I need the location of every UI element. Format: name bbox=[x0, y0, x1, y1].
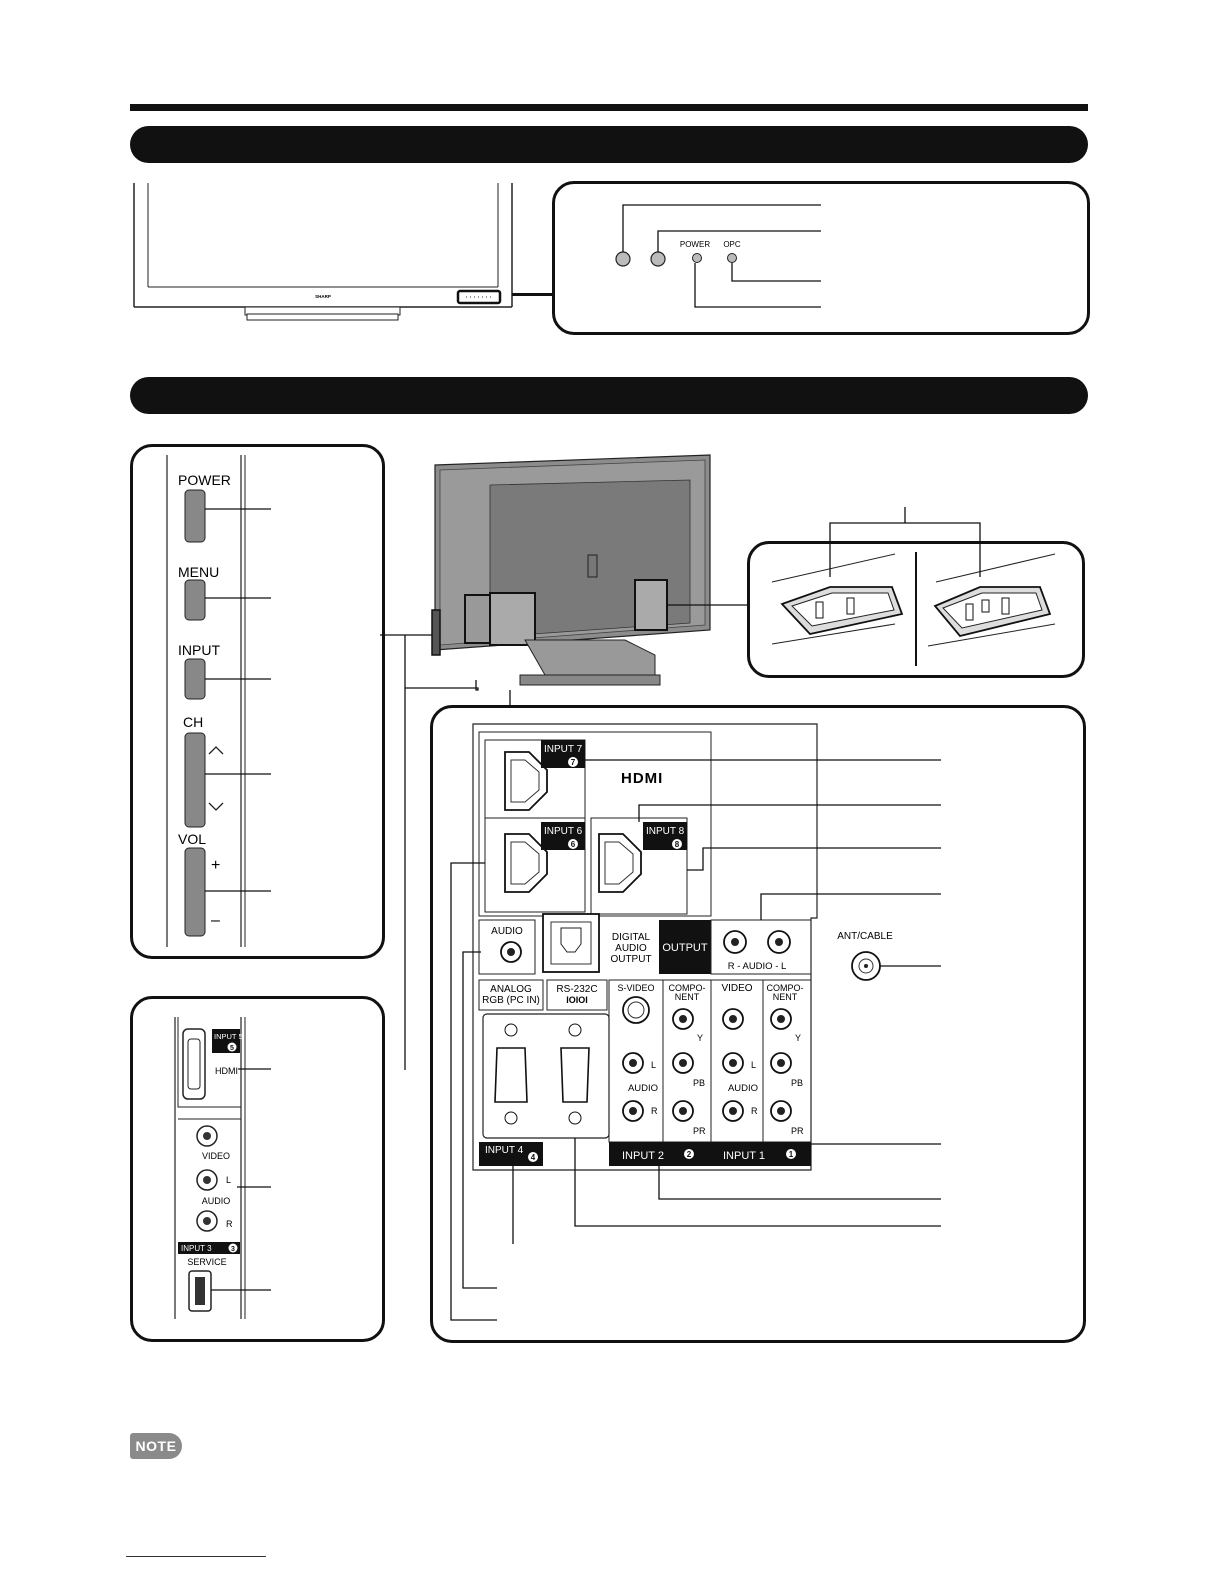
input5-number: 5 bbox=[230, 1045, 234, 1052]
r-audio-l-label: R - AUDIO - L bbox=[728, 961, 787, 972]
note-badge: NOTE bbox=[130, 1433, 182, 1459]
input1-number: 1 bbox=[789, 1150, 794, 1159]
chevron-down-icon bbox=[208, 802, 224, 811]
input6-label: INPUT 6 bbox=[544, 826, 583, 837]
rs232c-icon: IOIOI bbox=[566, 995, 588, 1005]
input1-audio-r-label: R bbox=[751, 1106, 758, 1116]
vol-plus-label: + bbox=[211, 857, 220, 874]
front-callout-connector bbox=[512, 293, 554, 296]
component1-label-1: COMPO- bbox=[767, 983, 804, 993]
side-hdmi-label: HDMI bbox=[215, 1066, 238, 1076]
ch-button-label: CH bbox=[183, 714, 203, 730]
input4-number: 4 bbox=[531, 1153, 536, 1162]
input-button-label: INPUT bbox=[178, 642, 220, 658]
input8-number: 8 bbox=[675, 840, 680, 849]
front-indicator-panel: POWER OPC bbox=[552, 181, 1090, 335]
side-menu-button[interactable] bbox=[184, 579, 206, 621]
input2-audio-r-label: R bbox=[651, 1106, 658, 1116]
input2-audio-label: AUDIO bbox=[628, 1083, 658, 1094]
service-label: SERVICE bbox=[187, 1257, 226, 1267]
analog-rgb-port[interactable] bbox=[494, 1047, 528, 1103]
input2-number: 2 bbox=[687, 1150, 692, 1159]
side-terminal-panel: INPUT 5 5 HDMI VIDEO L AUDIO R INPUT 3 3… bbox=[130, 996, 385, 1342]
s-video-label: S-VIDEO bbox=[617, 983, 654, 993]
input1-label: INPUT 1 bbox=[723, 1150, 765, 1162]
side-video-label: VIDEO bbox=[202, 1151, 230, 1161]
rear-terminal-panel: INPUT 7 7 HDMI INPUT 6 6 INPUT 8 8 AUDIO… bbox=[430, 705, 1086, 1343]
rear-terminal-area bbox=[489, 592, 536, 646]
vol-minus-label: – bbox=[211, 912, 220, 929]
hdmi-logo: HDMI bbox=[621, 770, 663, 787]
chevron-up-icon bbox=[208, 746, 224, 755]
rear-side-control-area bbox=[431, 609, 441, 656]
menu-button-label: MENU bbox=[178, 564, 219, 580]
input3-label: INPUT 3 bbox=[181, 1244, 212, 1253]
analog-rgb-label-2: RGB (PC IN) bbox=[482, 995, 540, 1006]
power-button-label: POWER bbox=[178, 472, 231, 488]
output-label: OUTPUT bbox=[662, 942, 708, 954]
front-brand-text: SHARP bbox=[315, 294, 331, 299]
component1-label-2: NENT bbox=[773, 992, 798, 1002]
digital-audio-label-1: DIGITAL bbox=[612, 932, 651, 943]
top-rule bbox=[130, 104, 1088, 111]
input2-y-label: Y bbox=[697, 1033, 703, 1043]
side-channel-rocker[interactable] bbox=[184, 732, 206, 828]
input1-pr-label: PR bbox=[791, 1126, 804, 1136]
component2-label-1: COMPO- bbox=[669, 983, 706, 993]
input7-label: INPUT 7 bbox=[544, 744, 583, 755]
indicator-label-opc: OPC bbox=[723, 240, 741, 249]
audio-in-label: AUDIO bbox=[491, 926, 523, 937]
ant-cable-label: ANT/CABLE bbox=[837, 931, 893, 942]
input3-number: 3 bbox=[231, 1246, 235, 1253]
side-input-button[interactable] bbox=[184, 658, 206, 700]
analog-rgb-label-1: ANALOG bbox=[490, 984, 532, 995]
input2-pr-label: PR bbox=[693, 1126, 706, 1136]
input7-number: 7 bbox=[571, 758, 576, 767]
input2-pb-label: PB bbox=[693, 1078, 705, 1088]
side-power-button[interactable] bbox=[184, 489, 206, 543]
input2-label: INPUT 2 bbox=[622, 1150, 664, 1162]
input4-label: INPUT 4 bbox=[485, 1145, 524, 1156]
power-inlet-bracket bbox=[829, 507, 981, 577]
tv-rear-illustration bbox=[431, 454, 711, 686]
input1-audio-label: AUDIO bbox=[728, 1083, 758, 1094]
section-bar-front bbox=[130, 126, 1088, 163]
digital-audio-label-2: AUDIO bbox=[615, 943, 647, 954]
input6-number: 6 bbox=[571, 840, 576, 849]
video1-label: VIDEO bbox=[721, 983, 752, 994]
side-audio-label: AUDIO bbox=[202, 1196, 231, 1206]
input1-pb-label: PB bbox=[791, 1078, 803, 1088]
indicator-label-power: POWER bbox=[680, 240, 710, 249]
footer-rule bbox=[126, 1556, 266, 1557]
side-volume-rocker[interactable] bbox=[184, 847, 206, 937]
section-bar-rear bbox=[130, 377, 1088, 414]
input1-y-label: Y bbox=[795, 1033, 801, 1043]
digital-audio-label-3: OUTPUT bbox=[610, 954, 651, 965]
component2-label-2: NENT bbox=[675, 992, 700, 1002]
power-receptacle-panel bbox=[747, 541, 1085, 678]
side-control-panel: POWER MENU INPUT CH VOL + – bbox=[130, 444, 385, 959]
side-audio-l-label: L bbox=[226, 1175, 231, 1185]
input5-label: INPUT 5 bbox=[214, 1032, 243, 1041]
input8-label: INPUT 8 bbox=[646, 826, 685, 837]
vol-button-label: VOL bbox=[178, 831, 206, 847]
rear-side-terminal-area bbox=[464, 594, 491, 644]
tv-front-illustration: SHARP bbox=[133, 183, 513, 321]
rear-leader-lines bbox=[380, 604, 748, 1070]
input2-audio-l-label: L bbox=[651, 1060, 656, 1070]
rs232c-port[interactable] bbox=[560, 1047, 590, 1103]
side-audio-r-label: R bbox=[226, 1219, 233, 1229]
rs232c-label: RS-232C bbox=[556, 984, 597, 995]
input1-audio-l-label: L bbox=[751, 1060, 756, 1070]
